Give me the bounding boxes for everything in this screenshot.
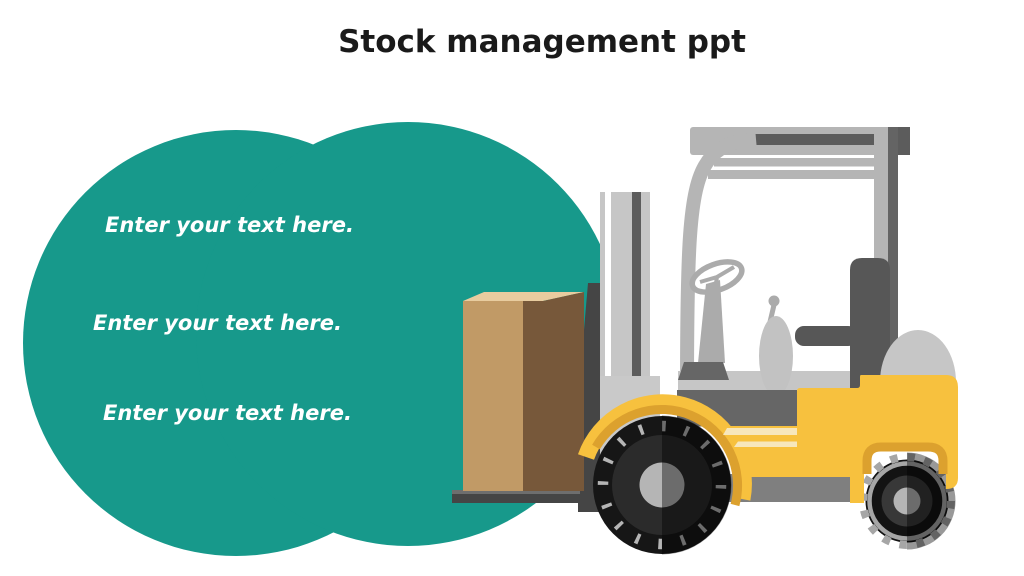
cargo-box [463, 292, 584, 491]
driver-seat [795, 258, 890, 392]
forklift-front-wheel [593, 415, 732, 555]
forklift-mast [600, 192, 650, 392]
gear-lever [759, 295, 793, 396]
forklift-body [577, 375, 958, 507]
slide-title: Stock management ppt [338, 24, 746, 60]
text-placeholder-2[interactable]: Enter your text here. [93, 311, 342, 335]
steering-wheel-icon [678, 259, 745, 380]
forklift-illustration [452, 127, 958, 555]
text-placeholder-3[interactable]: Enter your text here. [103, 401, 352, 425]
text-placeholder-1[interactable]: Enter your text here. [105, 213, 354, 237]
